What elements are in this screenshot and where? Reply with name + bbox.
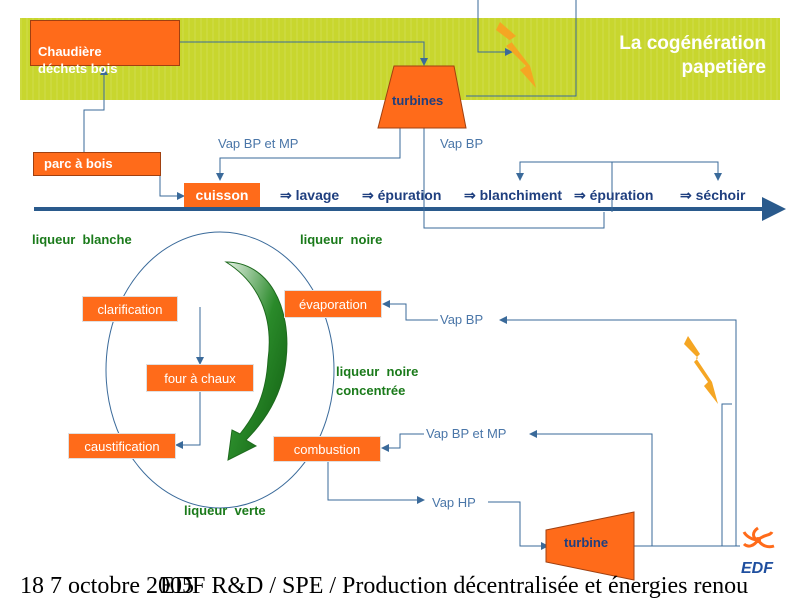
four-a-chaux-box: four à chaux [146, 364, 254, 392]
four-a-chaux-label: four à chaux [164, 371, 236, 386]
turbines-label: turbines [392, 93, 444, 108]
vap-bp-mp-low-label: Vap BP et MP [426, 426, 507, 441]
step-epuration-2: ⇒ épuration [574, 187, 654, 203]
vap-hp-label: Vap HP [432, 495, 476, 510]
caustification-box: caustification [68, 433, 176, 459]
caustification-label: caustification [84, 439, 160, 454]
slide-title: La cogénération papetière [619, 33, 766, 78]
turbines-shape [377, 65, 467, 129]
liqueur-verte-label: liqueur verte [184, 503, 266, 518]
step-lavage: ⇒ lavage [280, 187, 340, 203]
edf-logo-text: EDF [741, 560, 773, 577]
liquor-cycle-arrow [224, 261, 288, 461]
lightning-bolt-icon [684, 336, 718, 404]
vap-bp-mid-label: Vap BP [440, 312, 484, 327]
liquor-cycle-ellipse [105, 231, 335, 509]
evaporation-box: évaporation [284, 290, 382, 318]
lightning-bolt-icon [496, 22, 536, 88]
combustion-label: combustion [293, 442, 361, 457]
combustion-box: combustion [273, 436, 381, 462]
evaporation-label: évaporation [299, 297, 367, 312]
cuisson-label: cuisson [195, 187, 249, 203]
step-epuration-1: ⇒ épuration [362, 187, 442, 203]
liqueur-noire-label: liqueur noire [300, 232, 383, 247]
footer-organisation: EDF R&D / SPE / Production décentralisée… [160, 573, 749, 599]
vap-bp-top-label: Vap BP [440, 136, 484, 151]
step-blanchiment: ⇒ blanchiment [464, 187, 563, 203]
parc-a-bois-box: parc à bois [33, 152, 161, 176]
liqueur-blanche-label: liqueur blanche [32, 232, 132, 247]
liqueur-noire-concentree-label: liqueur noire concentrée [336, 364, 419, 398]
chaudiere-label: Chaudière déchets bois [38, 44, 118, 76]
turbine-shape [545, 511, 635, 581]
parc-a-bois-label: parc à bois [44, 156, 113, 171]
step-sechoir: ⇒ séchoir [680, 187, 746, 203]
footer-date: 18 7 octobre 2005 [20, 573, 194, 599]
turbine-label: turbine [564, 535, 609, 550]
clarification-box: clarification [82, 296, 178, 322]
clarification-label: clarification [97, 302, 163, 317]
cuisson-box: cuisson [184, 183, 260, 207]
chaudiere-box: Chaudière déchets bois [30, 20, 180, 76]
vap-bp-mp-top-label: Vap BP et MP [218, 136, 299, 151]
edf-logo-icon [742, 526, 775, 549]
